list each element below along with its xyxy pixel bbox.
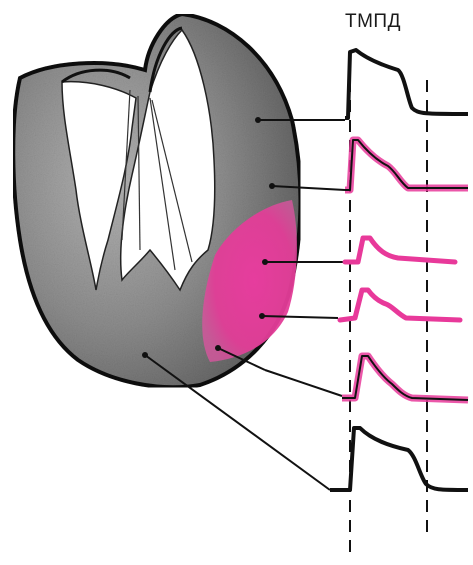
ap-trace-ischemic-severe (340, 290, 460, 320)
leader-line (265, 370, 342, 396)
sampling-point (262, 259, 268, 265)
ap-trace-normal (345, 50, 468, 118)
sampling-point (215, 345, 221, 351)
sampling-point (269, 183, 275, 189)
ap-trace-normal (330, 428, 468, 490)
tmpd-label: ТМПД (345, 11, 401, 33)
sampling-point (255, 117, 261, 123)
leader-line (145, 355, 330, 490)
sampling-point (142, 352, 148, 358)
sampling-point (259, 313, 265, 319)
heart-section (13, 14, 300, 387)
ap-trace-ischemic-severe (345, 238, 455, 262)
